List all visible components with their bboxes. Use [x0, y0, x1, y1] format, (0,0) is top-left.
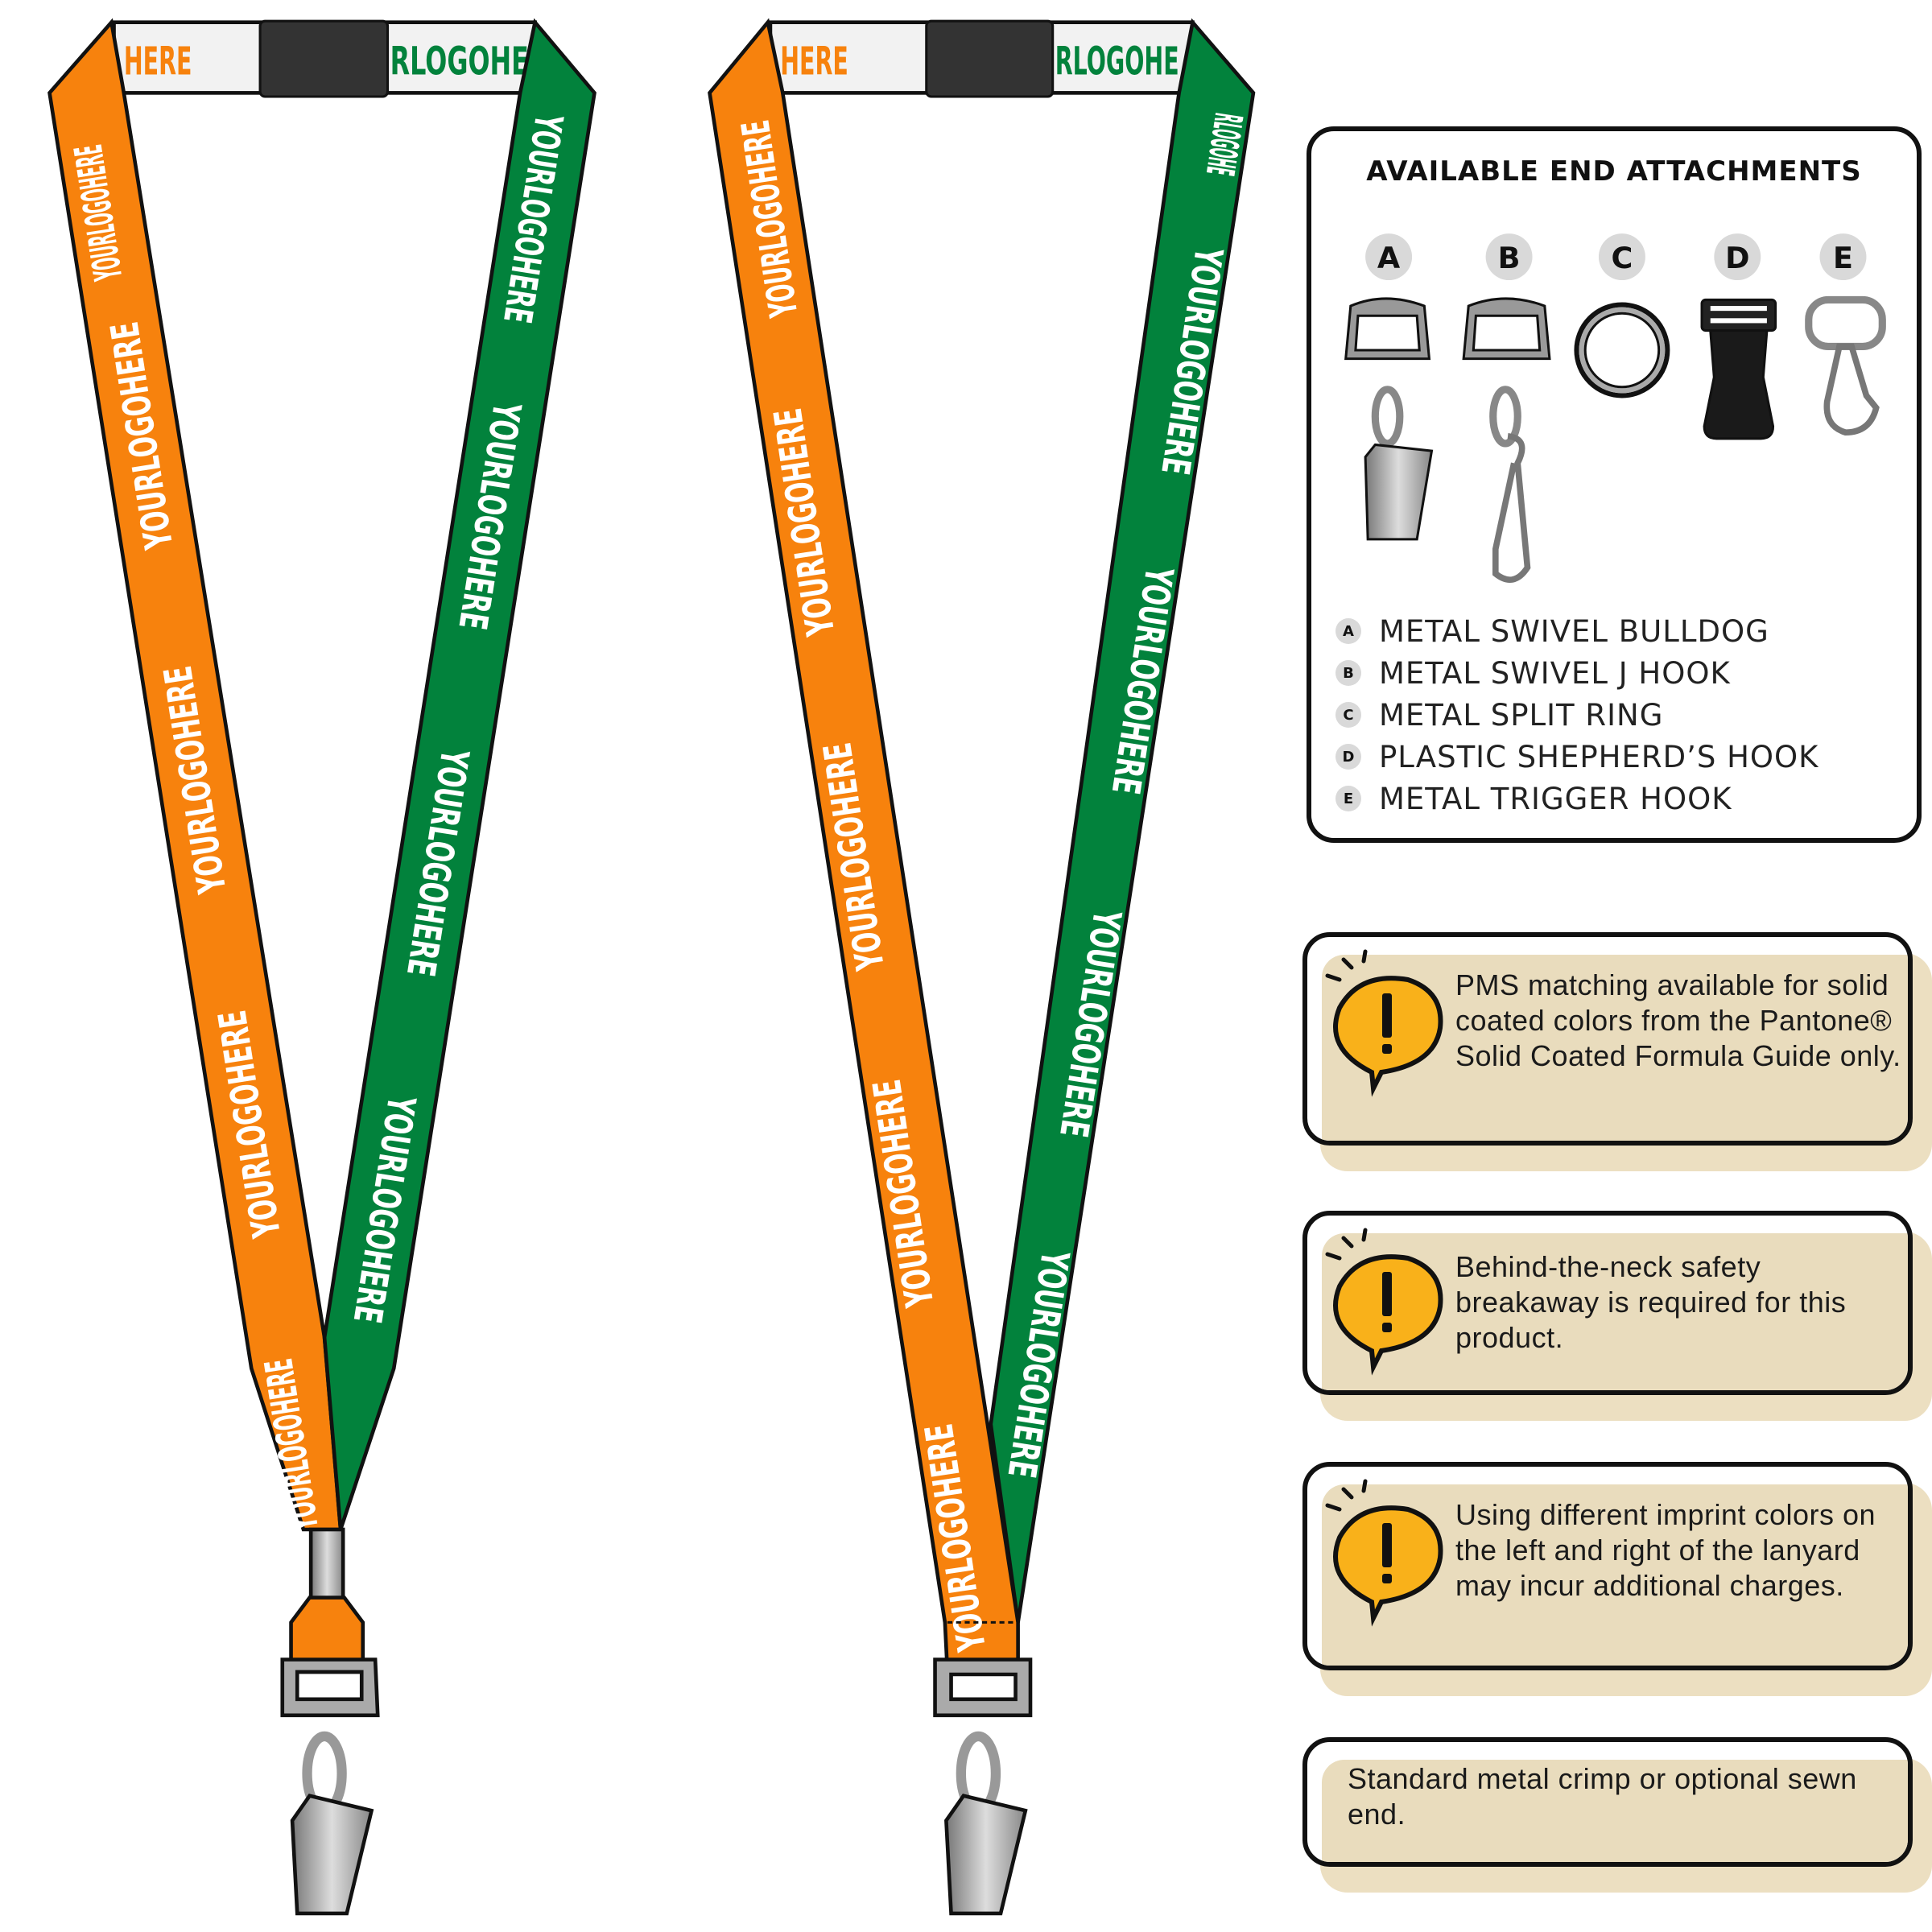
letter-badge: A [1335, 618, 1361, 644]
trigger-hook-icon [1805, 295, 1886, 436]
shepherds-hook-icon [1700, 298, 1777, 440]
letter-badge: D [1335, 744, 1361, 770]
list-item: E METAL TRIGGER HOOK [1335, 778, 1818, 819]
attachment-label: METAL SWIVEL J HOOK [1379, 655, 1731, 691]
lanyard-sewn-end: HERE RLOGOHE YOURLOGOHERE YOURLOGOHERE Y… [708, 18, 1256, 1916]
list-item: B METAL SWIVEL J HOOK [1335, 652, 1818, 694]
attachment-label: METAL SWIVEL BULLDOG [1379, 613, 1769, 649]
breakaway-buckle [925, 19, 1055, 98]
swivel-icon [280, 1657, 380, 1718]
left-strap [708, 18, 1020, 1674]
end-attachments-panel: A B C D E AVAILABL [1307, 126, 1922, 843]
list-item: C METAL SPLIT RING [1335, 694, 1818, 736]
list-item: A METAL SWIVEL BULLDOG [1335, 610, 1818, 652]
note-crimp-end: Standard metal crimp or optional sewn en… [1302, 1737, 1932, 1893]
attachments-illustration: A B C D E [1344, 233, 1886, 583]
lanyard-illustrations: HERE RLOGOHE YOURLOGOHERE YOURLOGOHERE Y… [47, 18, 1256, 1916]
top-fragment-left: HERE [780, 39, 848, 84]
attachment-letter: D [1725, 241, 1749, 275]
lanyard-crimp-end: HERE RLOGOHE YOURLOGOHERE YOURLOGOHERE Y… [47, 18, 597, 1916]
attachment-letter: C [1611, 241, 1633, 275]
j-hook-icon [1462, 297, 1551, 583]
alert-bubble-icon [1325, 949, 1443, 1097]
breakaway-buckle [258, 19, 390, 98]
note-text: Using different imprint colors on the le… [1455, 1498, 1876, 1602]
attachment-letter: E [1833, 241, 1853, 275]
attachments-list: A METAL SWIVEL BULLDOG B METAL SWIVEL J HO… [1335, 610, 1818, 819]
attachment-letter: A [1377, 241, 1401, 275]
right-strap [989, 18, 1256, 1623]
note-safety-breakaway: Behind-the-neck safety breakaway is requ… [1302, 1211, 1932, 1421]
note-text: PMS matching available for solid coated … [1455, 968, 1901, 1072]
note-text: Standard metal crimp or optional sewn en… [1348, 1762, 1857, 1831]
metal-crimp [308, 1527, 345, 1601]
letter-badge: B [1335, 660, 1361, 686]
swivel-icon [933, 1657, 1033, 1718]
bulldog-clip-icon [290, 1794, 374, 1916]
alert-bubble-icon [1325, 1479, 1443, 1627]
right-strap [322, 18, 597, 1530]
top-fragment-left: HERE [124, 39, 192, 84]
attachment-label: METAL TRIGGER HOOK [1379, 781, 1732, 816]
logo-imprint: RLOGOHE [1197, 110, 1250, 178]
top-fragment-right: RLOGOHE [1055, 39, 1179, 84]
attachment-label: METAL SPLIT RING [1379, 697, 1664, 733]
attachment-label: PLASTIC SHEPHERD’S HOOK [1379, 739, 1819, 774]
top-fragment-right: RLOGOHE [390, 39, 529, 84]
split-ring-icon [1574, 302, 1670, 398]
attachment-letter: B [1498, 241, 1521, 275]
note-text: Behind-the-neck safety breakaway is requ… [1455, 1250, 1847, 1354]
bulldog-clip-icon [1344, 297, 1434, 541]
panel-title: AVAILABLE END ATTACHMENTS [1366, 155, 1862, 188]
note-imprint-colors: Using different imprint colors on the le… [1302, 1462, 1932, 1696]
letter-badge: C [1335, 702, 1361, 728]
note-pms-matching: PMS matching available for solid coated … [1302, 932, 1932, 1171]
letter-badge: E [1335, 786, 1361, 811]
list-item: D PLASTIC SHEPHERD’S HOOK [1335, 736, 1818, 778]
bulldog-clip-icon [944, 1794, 1028, 1916]
alert-bubble-icon [1325, 1228, 1443, 1376]
